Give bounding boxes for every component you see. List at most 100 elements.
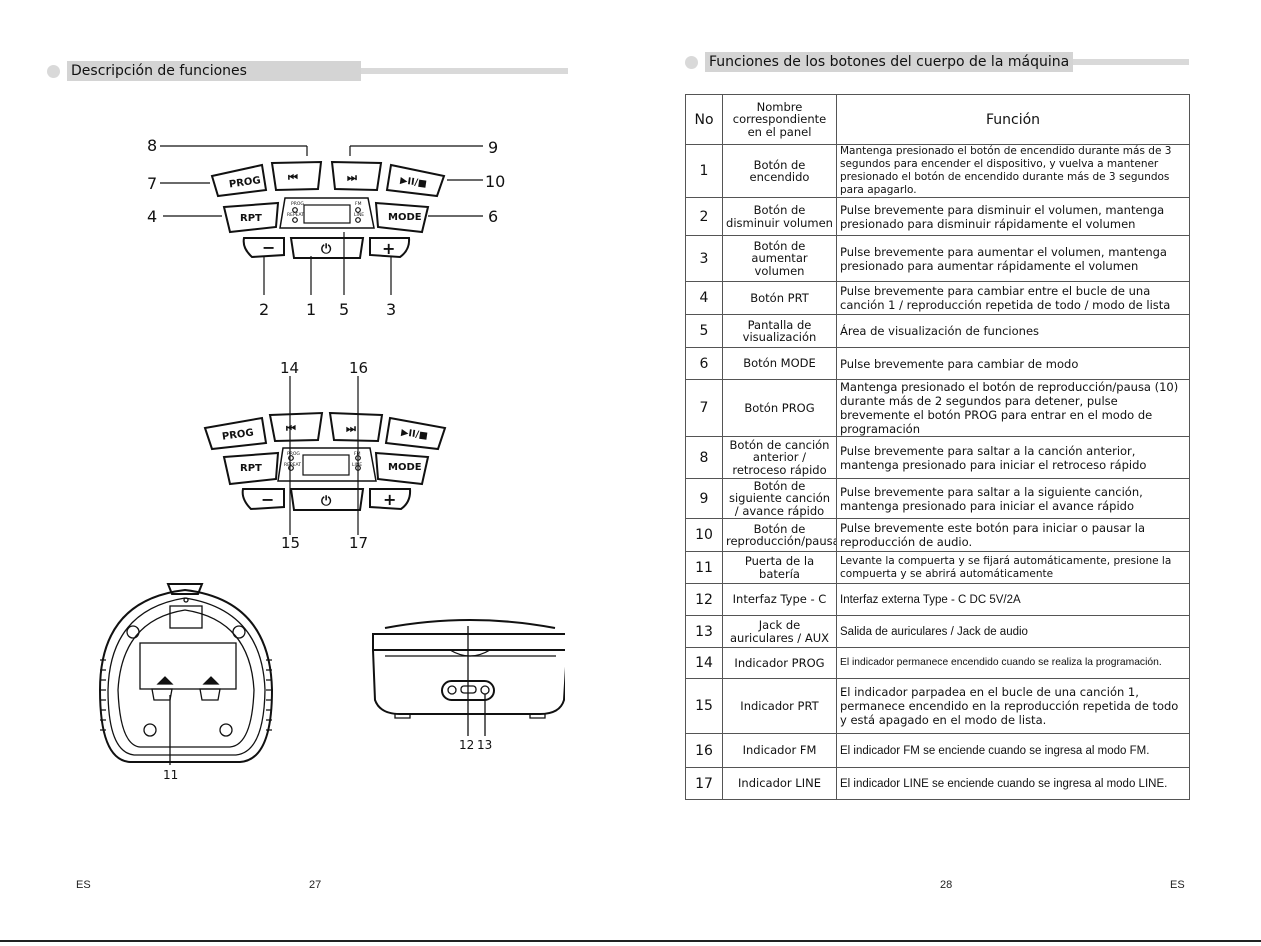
table-row: 16 Indicador FM El indicador FM se encie…: [685, 733, 1190, 768]
bullet-dot-icon: [685, 55, 698, 69]
row-function: Pulse brevemente para saltar a la canció…: [836, 436, 1190, 479]
row-no: 8: [685, 436, 723, 479]
row-no: 12: [685, 583, 723, 616]
row-function: El indicador parpadea en el bucle de una…: [836, 678, 1190, 734]
indicator-prog-label: PROG: [291, 201, 304, 207]
row-name: Botón de canción anterior / retroceso rá…: [722, 436, 837, 479]
row-no: 7: [685, 379, 723, 437]
prev-button-icon: ⏮: [286, 422, 296, 435]
section-header-descripcion: Descripción de funciones: [47, 60, 568, 82]
device-side-view-diagram: 12 13: [372, 619, 565, 752]
header-bar: [1073, 59, 1189, 65]
row-name: Botón de siguiente canción / avance rápi…: [722, 478, 837, 519]
plus-button-icon: +: [383, 490, 396, 509]
power-button-icon: ⏻: [321, 494, 332, 509]
row-function: Pulse brevemente para cambiar de modo: [836, 347, 1190, 380]
callout-5: 5: [339, 300, 349, 319]
row-function: Mantenga presionado el botón de reproduc…: [836, 379, 1190, 437]
section-title: Funciones de los botones del cuerpo de l…: [705, 52, 1074, 72]
row-function: El indicador FM se enciende cuando se in…: [836, 733, 1190, 768]
row-no: 2: [685, 197, 723, 236]
table-row: 11 Puerta de la batería Levante la compu…: [685, 551, 1190, 584]
callout-7: 7: [147, 174, 157, 193]
header-function: Función: [836, 94, 1190, 145]
indicator-line-label: LINE: [352, 462, 362, 468]
functions-table: No Nombre correspondiente en el panel Fu…: [685, 94, 1190, 800]
row-no: 16: [685, 733, 723, 768]
table-row: 13 Jack de auriculares / AUX Salida de a…: [685, 615, 1190, 648]
table-row: 15 Indicador PRT El indicador parpadea e…: [685, 678, 1190, 734]
row-name: Indicador LINE: [722, 767, 837, 800]
callout-16: 16: [349, 359, 368, 377]
row-name: Interfaz Type - C: [722, 583, 837, 616]
callout-8: 8: [147, 136, 157, 155]
row-no: 4: [685, 281, 723, 315]
table-header-row: No Nombre correspondiente en el panel Fu…: [685, 94, 1190, 145]
next-button-icon: ⏭: [346, 422, 356, 435]
prev-button-icon: ⏮: [288, 171, 298, 184]
row-no: 14: [685, 647, 723, 679]
table-row: 5 Pantalla de visualización Área de visu…: [685, 314, 1190, 348]
row-no: 3: [685, 235, 723, 282]
table-row: 10 Botón de reproducción/pausa Pulse bre…: [685, 518, 1190, 552]
callout-15: 15: [281, 534, 300, 552]
row-name: Indicador PROG: [722, 647, 837, 679]
row-name: Indicador FM: [722, 733, 837, 768]
row-no: 1: [685, 144, 723, 198]
row-name: Jack de auriculares / AUX: [722, 615, 837, 648]
row-function: Levante la compuerta y se fijará automát…: [836, 551, 1190, 584]
row-function: Salida de auriculares / Jack de audio: [836, 615, 1190, 648]
control-panel-diagram-top: 8 9 7 10 4 6 2 1 5 3 PROG ⏮ ⏭ ▶II/■ RPT …: [147, 136, 505, 319]
header-no: No: [685, 94, 723, 145]
table-row: 9 Botón de siguiente canción / avance rá…: [685, 478, 1190, 519]
row-no: 6: [685, 347, 723, 380]
control-panel-diagram-mid: 14 16 15 17 PROG ⏮ ⏭ ▶II/■ RPT MODE − ⏻ …: [203, 359, 447, 552]
page-bottom-rule: [0, 940, 1261, 942]
device-bottom-view-diagram: 11: [98, 583, 274, 782]
row-no: 15: [685, 678, 723, 734]
rpt-button-label: RPT: [240, 213, 262, 224]
row-no: 13: [685, 615, 723, 648]
row-no: 10: [685, 518, 723, 552]
table-row: 6 Botón MODE Pulse brevemente para cambi…: [685, 347, 1190, 380]
section-title: Descripción de funciones: [67, 61, 361, 81]
callout-12: 12: [459, 738, 474, 752]
playpause-button-icon: ▶II/■: [400, 427, 428, 442]
callout-11: 11: [163, 768, 178, 782]
mode-button-label: MODE: [388, 462, 422, 473]
row-function: Mantenga presionado el botón de encendid…: [836, 144, 1190, 198]
table-row: 8 Botón de canción anterior / retroceso …: [685, 436, 1190, 479]
table-row: 2 Botón de disminuir volumen Pulse breve…: [685, 197, 1190, 236]
minus-button-icon: −: [261, 490, 274, 509]
rpt-button-label: RPT: [240, 463, 262, 474]
bullet-dot-icon: [47, 64, 60, 78]
row-name: Botón PRT: [722, 281, 837, 315]
left-page: Descripción de funciones: [0, 0, 630, 946]
row-function: Pulse brevemente este botón para iniciar…: [836, 518, 1190, 552]
indicator-repeat-label: REPEAT: [287, 212, 304, 218]
row-name: Botón de disminuir volumen: [722, 197, 837, 236]
callout-3: 3: [386, 300, 396, 319]
callout-13: 13: [477, 738, 492, 752]
callout-10: 10: [485, 172, 505, 191]
row-name: Puerta de la batería: [722, 551, 837, 584]
row-no: 9: [685, 478, 723, 519]
callout-17: 17: [349, 534, 368, 552]
section-header-funciones: Funciones de los botones del cuerpo de l…: [685, 51, 1189, 73]
row-name: Indicador PRT: [722, 678, 837, 734]
footer-page-number: 28: [940, 879, 953, 891]
table-row: 17 Indicador LINE El indicador LINE se e…: [685, 767, 1190, 800]
next-button-icon: ⏭: [347, 171, 357, 184]
row-name: Botón de aumentar volumen: [722, 235, 837, 282]
indicator-fm-label: FM: [354, 451, 361, 457]
mode-button-label: MODE: [388, 212, 422, 223]
header-name: Nombre correspondiente en el panel: [722, 94, 837, 145]
callout-4: 4: [147, 207, 157, 226]
callout-14: 14: [280, 359, 299, 377]
right-page: Funciones de los botones del cuerpo de l…: [630, 0, 1261, 946]
table-row: 12 Interfaz Type - C Interfaz externa Ty…: [685, 583, 1190, 616]
header-bar: [361, 68, 568, 74]
indicator-fm-label: FM: [355, 201, 362, 207]
row-function: El indicador LINE se enciende cuando se …: [836, 767, 1190, 800]
row-name: Pantalla de visualización: [722, 314, 837, 348]
